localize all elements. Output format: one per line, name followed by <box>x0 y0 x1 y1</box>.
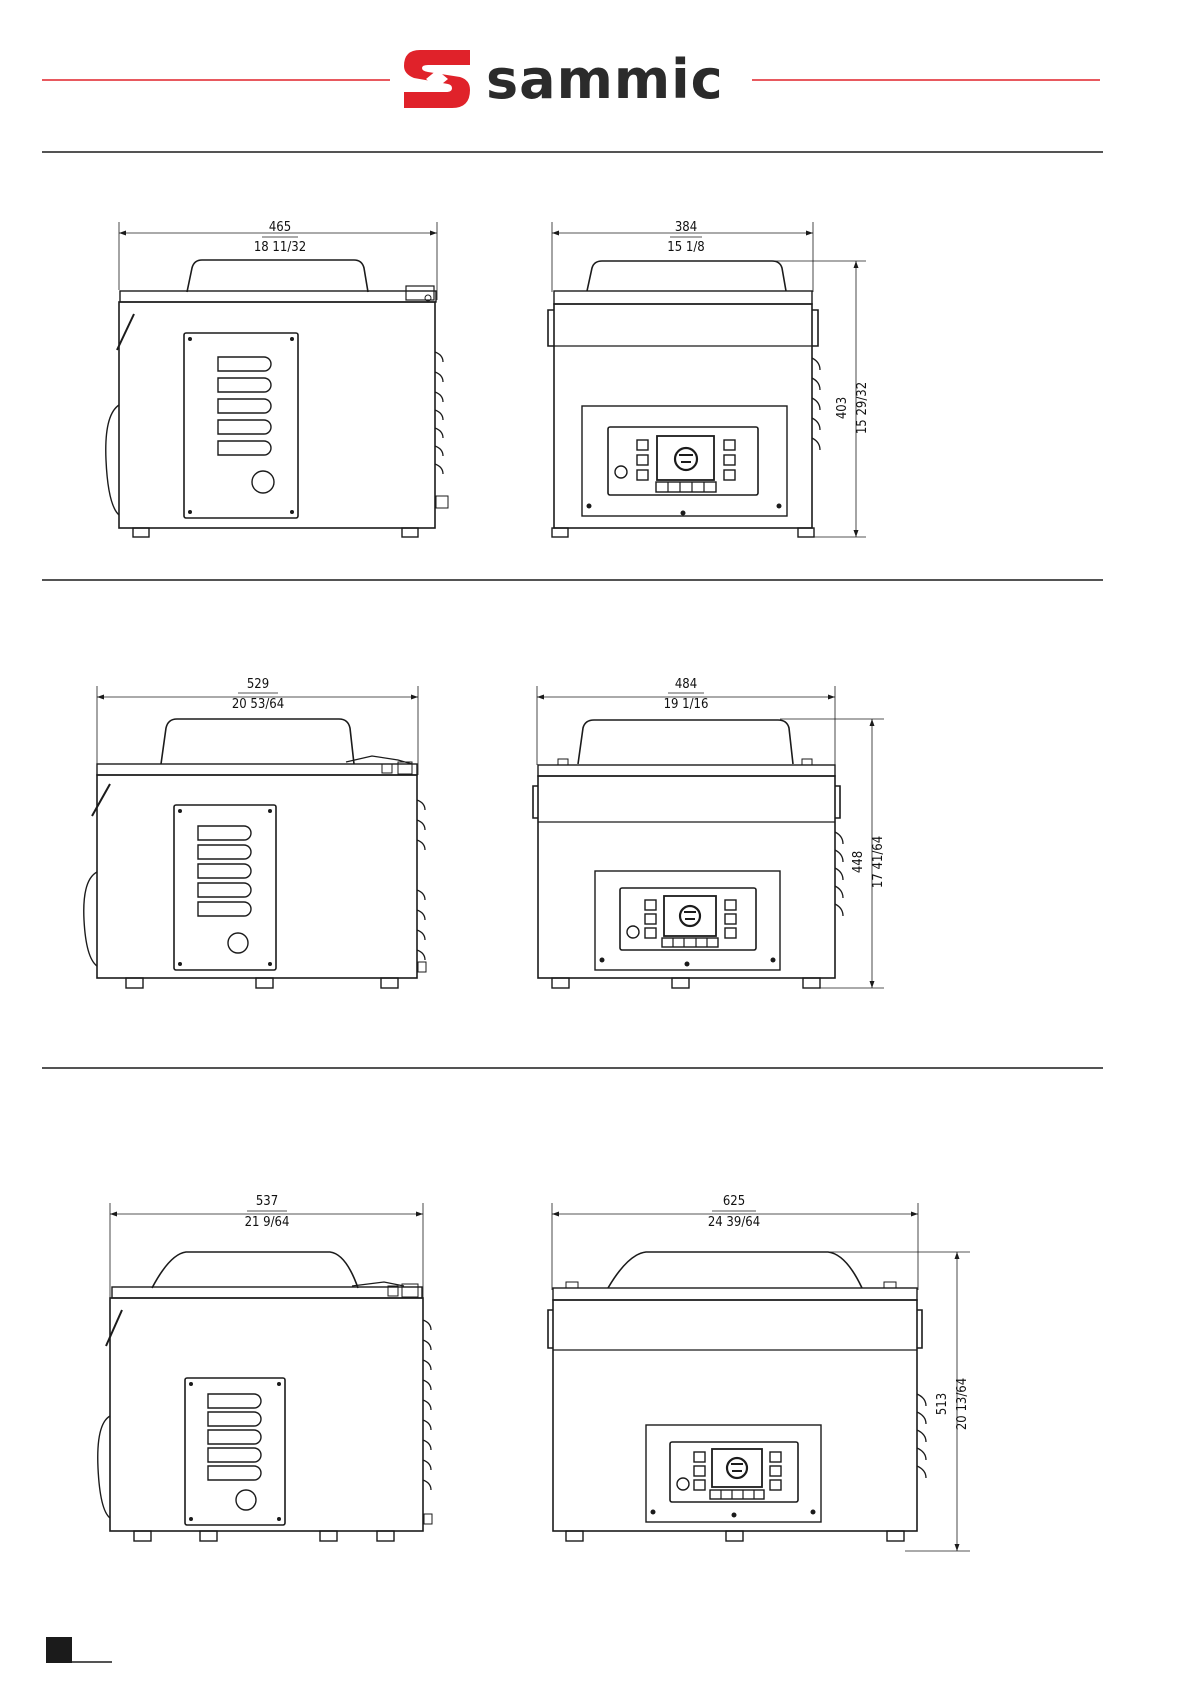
side-width-mm: 529 <box>247 677 269 692</box>
front-view: 625 24 39/64 513 20 13/64 <box>548 1194 970 1551</box>
vent-panel <box>184 333 298 518</box>
front-view: 484 19 1/16 448 17 41/64 <box>533 677 886 988</box>
side-width-in: 20 53/64 <box>232 697 284 712</box>
side-view: 537 21 9/64 <box>98 1194 432 1541</box>
front-height-mm: 448 <box>851 851 866 873</box>
front-width-in: 19 1/16 <box>664 697 709 712</box>
footer <box>46 1637 112 1663</box>
side-width-in: 18 11/32 <box>254 240 306 255</box>
model-3: 537 21 9/64 <box>98 1194 970 1551</box>
front-height-mm: 403 <box>835 397 850 419</box>
side-width-mm: 465 <box>269 220 291 235</box>
front-width-mm: 484 <box>675 677 697 692</box>
model-2: 529 20 53/64 <box>84 677 886 988</box>
front-height-in: 17 41/64 <box>871 836 886 888</box>
brand-name: sammic <box>486 48 724 111</box>
front-width-mm: 625 <box>723 1194 745 1209</box>
display-screen <box>657 436 714 480</box>
front-width-mm: 384 <box>675 220 697 235</box>
front-view: 384 15 1/8 403 15 29/32 <box>548 220 870 537</box>
model-1: 465 18 11/32 <box>106 220 870 537</box>
page-marker-square <box>46 1637 72 1663</box>
front-height-in: 15 29/32 <box>855 382 870 434</box>
side-width-mm: 537 <box>256 1194 278 1209</box>
front-height-mm: 513 <box>935 1393 950 1415</box>
sammic-logo-icon <box>404 50 470 108</box>
side-view: 465 18 11/32 <box>106 220 448 537</box>
front-width-in: 15 1/8 <box>667 240 704 255</box>
side-view: 529 20 53/64 <box>84 677 426 988</box>
front-width-in: 24 39/64 <box>708 1215 760 1230</box>
front-height-in: 20 13/64 <box>955 1378 970 1430</box>
side-width-in: 21 9/64 <box>245 1215 290 1230</box>
header: sammic <box>42 48 1100 111</box>
machine-body <box>119 302 435 528</box>
